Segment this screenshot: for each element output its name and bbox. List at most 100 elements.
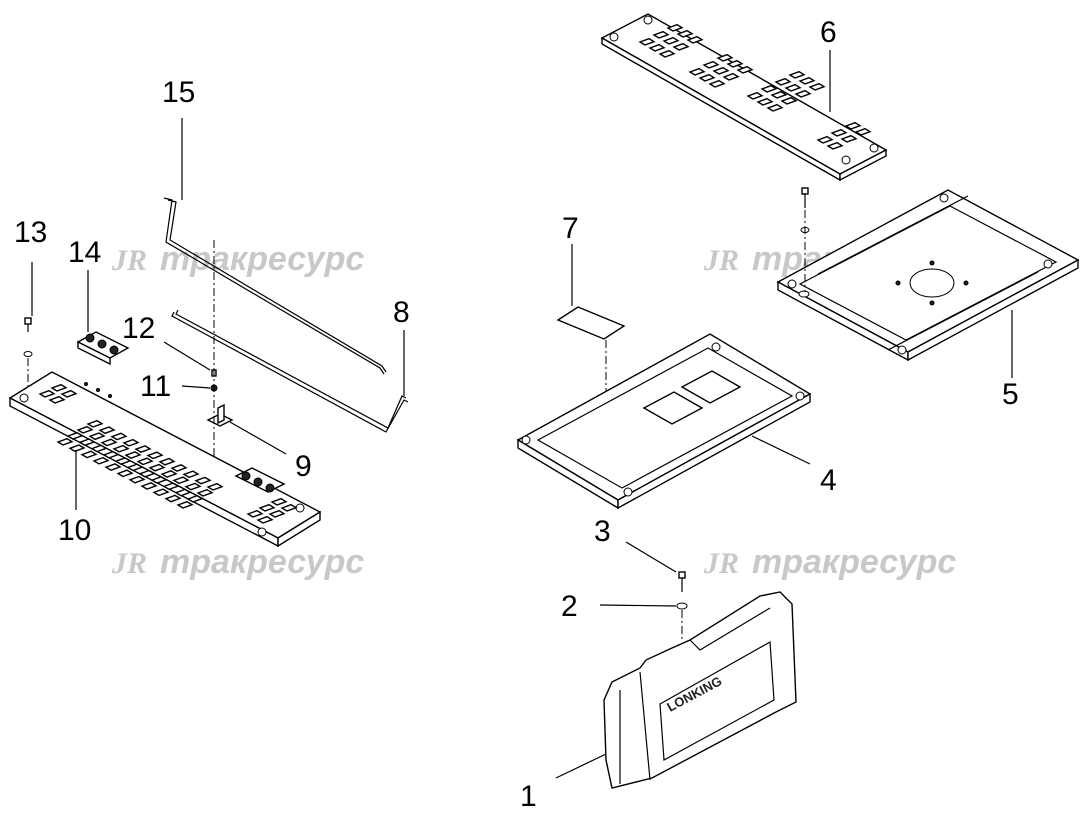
grille-slot bbox=[160, 470, 178, 478]
grille-slot bbox=[172, 476, 190, 485]
grille-slot bbox=[176, 500, 194, 509]
grille-slot bbox=[648, 43, 666, 52]
grille-slot bbox=[104, 463, 122, 471]
grille-slot bbox=[116, 469, 134, 478]
grille-slot bbox=[128, 475, 146, 484]
callout-7: 7 bbox=[562, 212, 579, 245]
grille-slot bbox=[798, 76, 816, 85]
grille-slot bbox=[826, 141, 844, 150]
grille-slot bbox=[736, 65, 754, 74]
callout-12: 12 bbox=[122, 312, 155, 345]
watermark-logo: JR bbox=[111, 547, 147, 580]
grille-slot bbox=[246, 509, 264, 518]
part-5-bolt bbox=[800, 187, 810, 292]
part-4-cover-plate bbox=[516, 333, 812, 510]
part-5-base-plate bbox=[776, 189, 1080, 362]
grille-slot bbox=[182, 470, 200, 479]
grille-slot bbox=[788, 70, 806, 79]
grille-slot bbox=[102, 450, 120, 459]
watermark-top-left: JR тракресурс bbox=[111, 240, 364, 278]
grille-slot bbox=[146, 451, 164, 460]
grille-slot bbox=[830, 128, 848, 137]
grille-slot bbox=[98, 426, 116, 435]
grille-slot bbox=[138, 469, 156, 478]
callout-numbers: 1 2 3 4 5 6 7 8 9 10 11 12 13 14 15 bbox=[14, 16, 1019, 813]
grille-slot bbox=[184, 482, 202, 491]
grille-slot bbox=[194, 476, 212, 485]
grille-slot bbox=[206, 482, 224, 491]
grille-slot bbox=[48, 395, 66, 404]
callout-8: 8 bbox=[393, 296, 410, 329]
callout-6: 6 bbox=[820, 16, 837, 49]
callout-11: 11 bbox=[140, 370, 171, 403]
grille-slot bbox=[760, 84, 778, 93]
grille-slot bbox=[50, 383, 68, 392]
grille-slot bbox=[756, 97, 774, 106]
part-9-bracket bbox=[206, 403, 234, 427]
callout-13: 13 bbox=[14, 216, 47, 249]
grille-slot bbox=[816, 135, 834, 144]
callout-14: 14 bbox=[68, 236, 101, 269]
part-1-counterweight: LONKING bbox=[603, 591, 797, 789]
grille-slot bbox=[638, 37, 656, 46]
grille-slot bbox=[770, 90, 788, 99]
grille-slot bbox=[162, 482, 180, 491]
watermark-logo: JR bbox=[703, 244, 739, 277]
watermark-bottom-left: JR тракресурс bbox=[111, 543, 364, 581]
grille-slots bbox=[638, 23, 872, 150]
grille-slot bbox=[652, 30, 670, 39]
grille-slot bbox=[100, 438, 118, 447]
grille-slot bbox=[676, 29, 694, 38]
grille-slot bbox=[56, 437, 74, 446]
grille-slot bbox=[66, 431, 84, 440]
grille-slot bbox=[716, 53, 734, 62]
grille-slot bbox=[148, 463, 166, 472]
grille-slot bbox=[158, 457, 176, 466]
grille-slot bbox=[766, 103, 784, 112]
grille-slot bbox=[666, 23, 684, 32]
grille-slot bbox=[170, 464, 188, 472]
part-10-panel bbox=[8, 371, 322, 548]
grille-slot bbox=[784, 83, 802, 92]
part-14-connector-block bbox=[76, 331, 130, 366]
grille-slot bbox=[722, 72, 740, 81]
callout-1: 1 bbox=[520, 780, 537, 813]
grille-slot bbox=[854, 127, 872, 136]
grille-slot bbox=[808, 82, 826, 91]
callout-9: 9 bbox=[295, 450, 312, 483]
grille-slot bbox=[688, 67, 706, 76]
grille-slot bbox=[186, 494, 204, 503]
grille-slot bbox=[844, 121, 862, 130]
part-2-washer bbox=[676, 602, 688, 640]
callout-15: 15 bbox=[162, 76, 195, 109]
grille-slot bbox=[68, 444, 86, 453]
grille-slot bbox=[280, 503, 298, 512]
watermark-text: тракресурс bbox=[160, 543, 364, 581]
grille-slot bbox=[124, 451, 142, 459]
grille-slot bbox=[110, 432, 128, 441]
part-6-grille-plate bbox=[600, 13, 888, 182]
grille-slot bbox=[88, 432, 106, 441]
grille-slot bbox=[80, 450, 98, 459]
grille-slots bbox=[38, 383, 298, 524]
grille-slot bbox=[256, 515, 274, 524]
grille-slot bbox=[196, 488, 214, 497]
callout-4: 4 bbox=[820, 464, 837, 497]
grille-slot bbox=[86, 419, 104, 428]
grille-slot bbox=[114, 457, 132, 465]
grille-slot bbox=[136, 457, 154, 466]
callout-10: 10 bbox=[58, 514, 91, 547]
grille-slot bbox=[702, 60, 720, 69]
callout-3: 3 bbox=[594, 515, 611, 548]
grille-slot bbox=[840, 134, 858, 143]
grille-slot bbox=[268, 509, 286, 518]
grille-slot bbox=[92, 456, 110, 465]
grille-slot bbox=[686, 35, 704, 44]
grille-slot bbox=[150, 476, 168, 484]
callout-2: 2 bbox=[561, 590, 578, 623]
watermark-text: тракресурс bbox=[160, 240, 364, 278]
grille-slot bbox=[78, 438, 96, 447]
grille-slot bbox=[708, 79, 726, 88]
watermark-bottom-right: JR тракресурс bbox=[703, 543, 956, 581]
